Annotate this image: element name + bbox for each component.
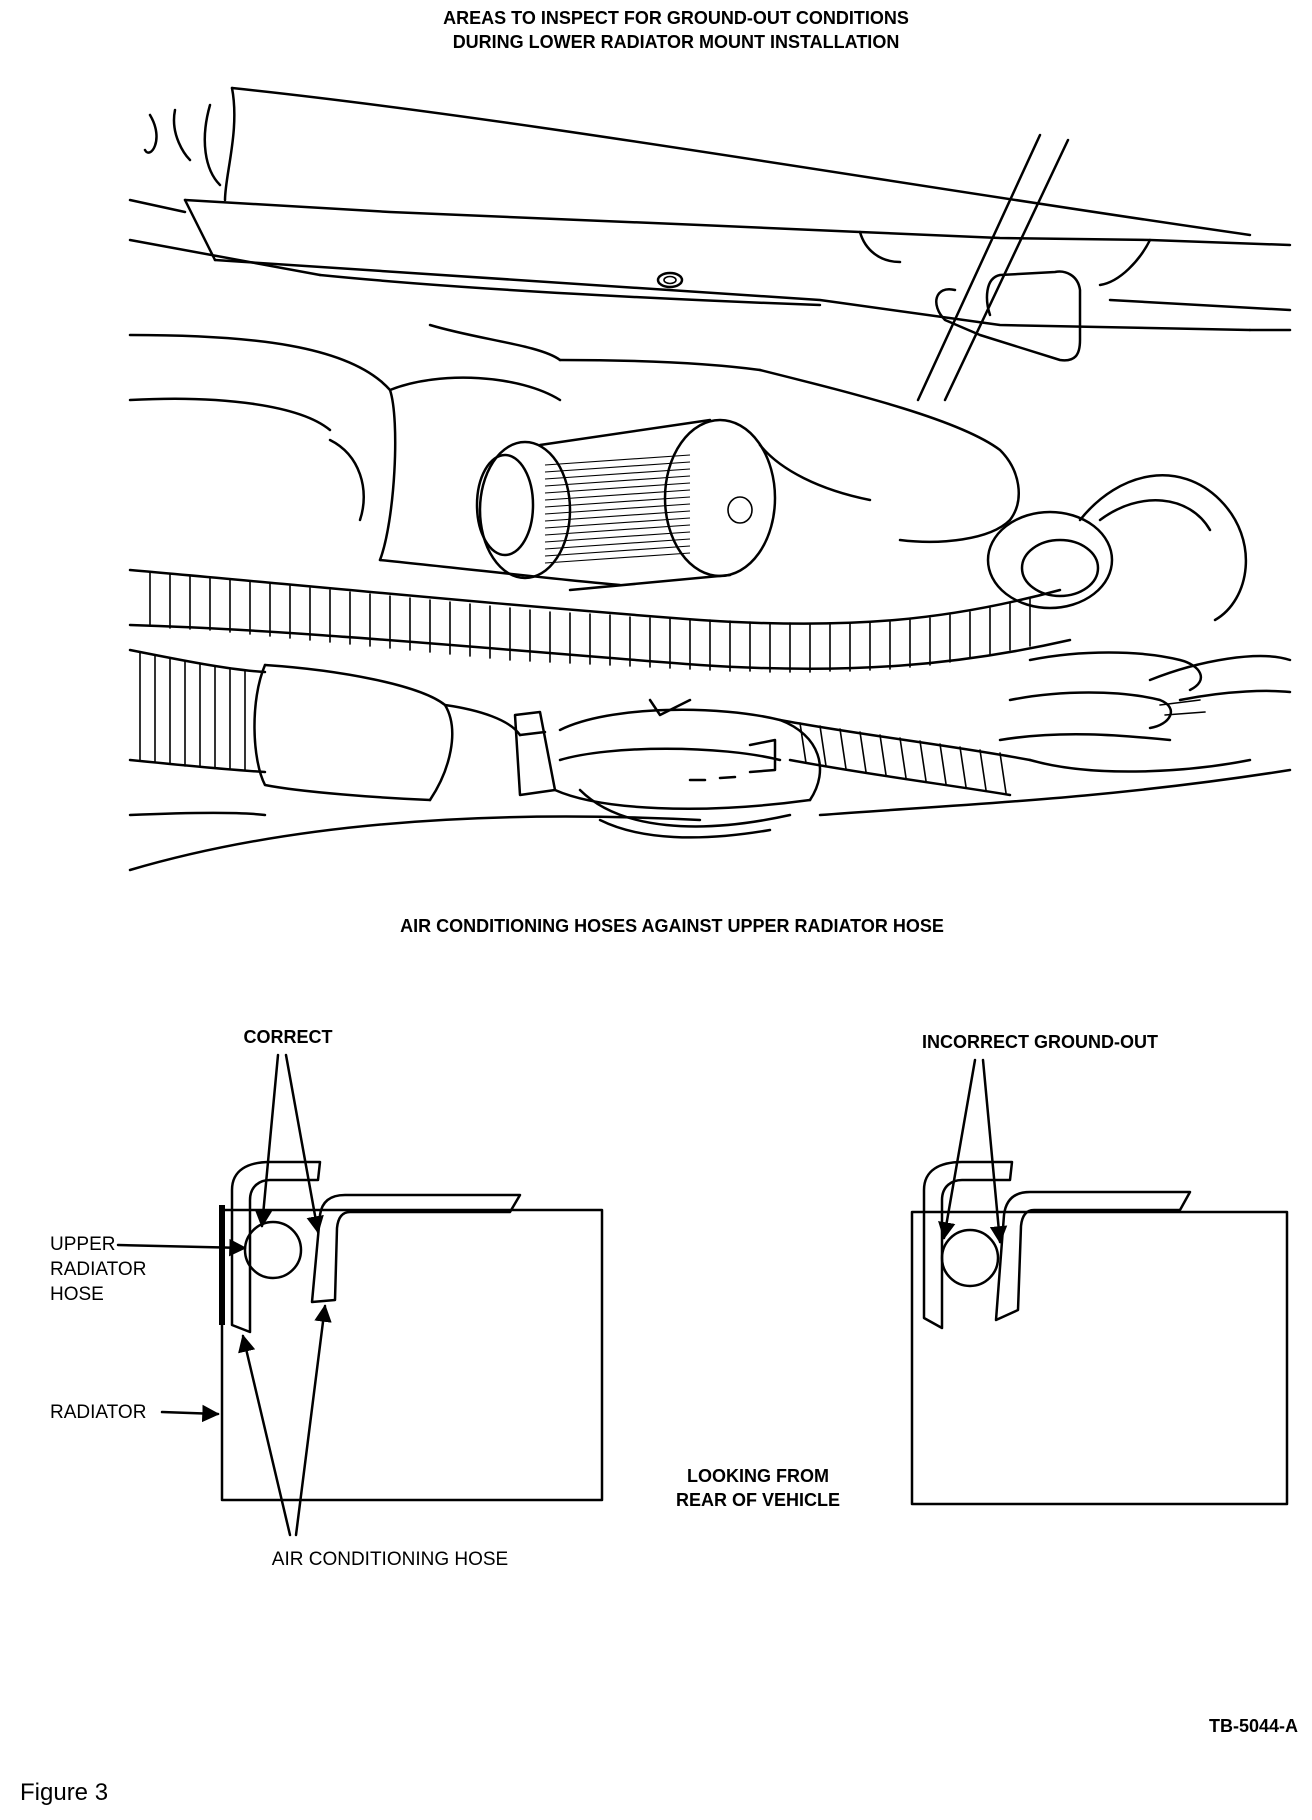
incorrect-diagram: INCORRECT GROUND-OUT [910, 1032, 1289, 1506]
radiator-label: RADIATOR [50, 1402, 146, 1423]
upper-hose-label-2: RADIATOR [50, 1259, 146, 1280]
title-line-2: DURING LOWER RADIATOR MOUNT INSTALLATION [453, 32, 900, 52]
engine-bay-illustration [128, 86, 1292, 872]
ac-hose-label: AIR CONDITIONING HOSE [272, 1549, 508, 1570]
upper-radiator-hose-correct [243, 1220, 303, 1280]
upper-hose-label-1: UPPER [50, 1234, 115, 1255]
upper-radiator-hose-incorrect [940, 1228, 1000, 1288]
title-line-1: AREAS TO INSPECT FOR GROUND-OUT CONDITIO… [443, 8, 909, 28]
figure-caption: Figure 3 [20, 1779, 108, 1806]
radiator-box-correct [220, 1208, 604, 1502]
view-note-line-1: LOOKING FROM [687, 1466, 829, 1486]
upper-hose-label-3: HOSE [50, 1284, 104, 1305]
section-subtitle: AIR CONDITIONING HOSES AGAINST UPPER RAD… [400, 916, 944, 936]
figure-code: TB-5044-A [1209, 1716, 1298, 1736]
correct-diagram: CORRECT UPPER RADIATOR HOSE RADIATOR AIR… [50, 1027, 604, 1570]
radiator-box-incorrect [910, 1210, 1289, 1506]
view-note-line-2: REAR OF VEHICLE [676, 1490, 840, 1510]
correct-heading: CORRECT [244, 1027, 333, 1047]
incorrect-heading: INCORRECT GROUND-OUT [922, 1032, 1158, 1052]
